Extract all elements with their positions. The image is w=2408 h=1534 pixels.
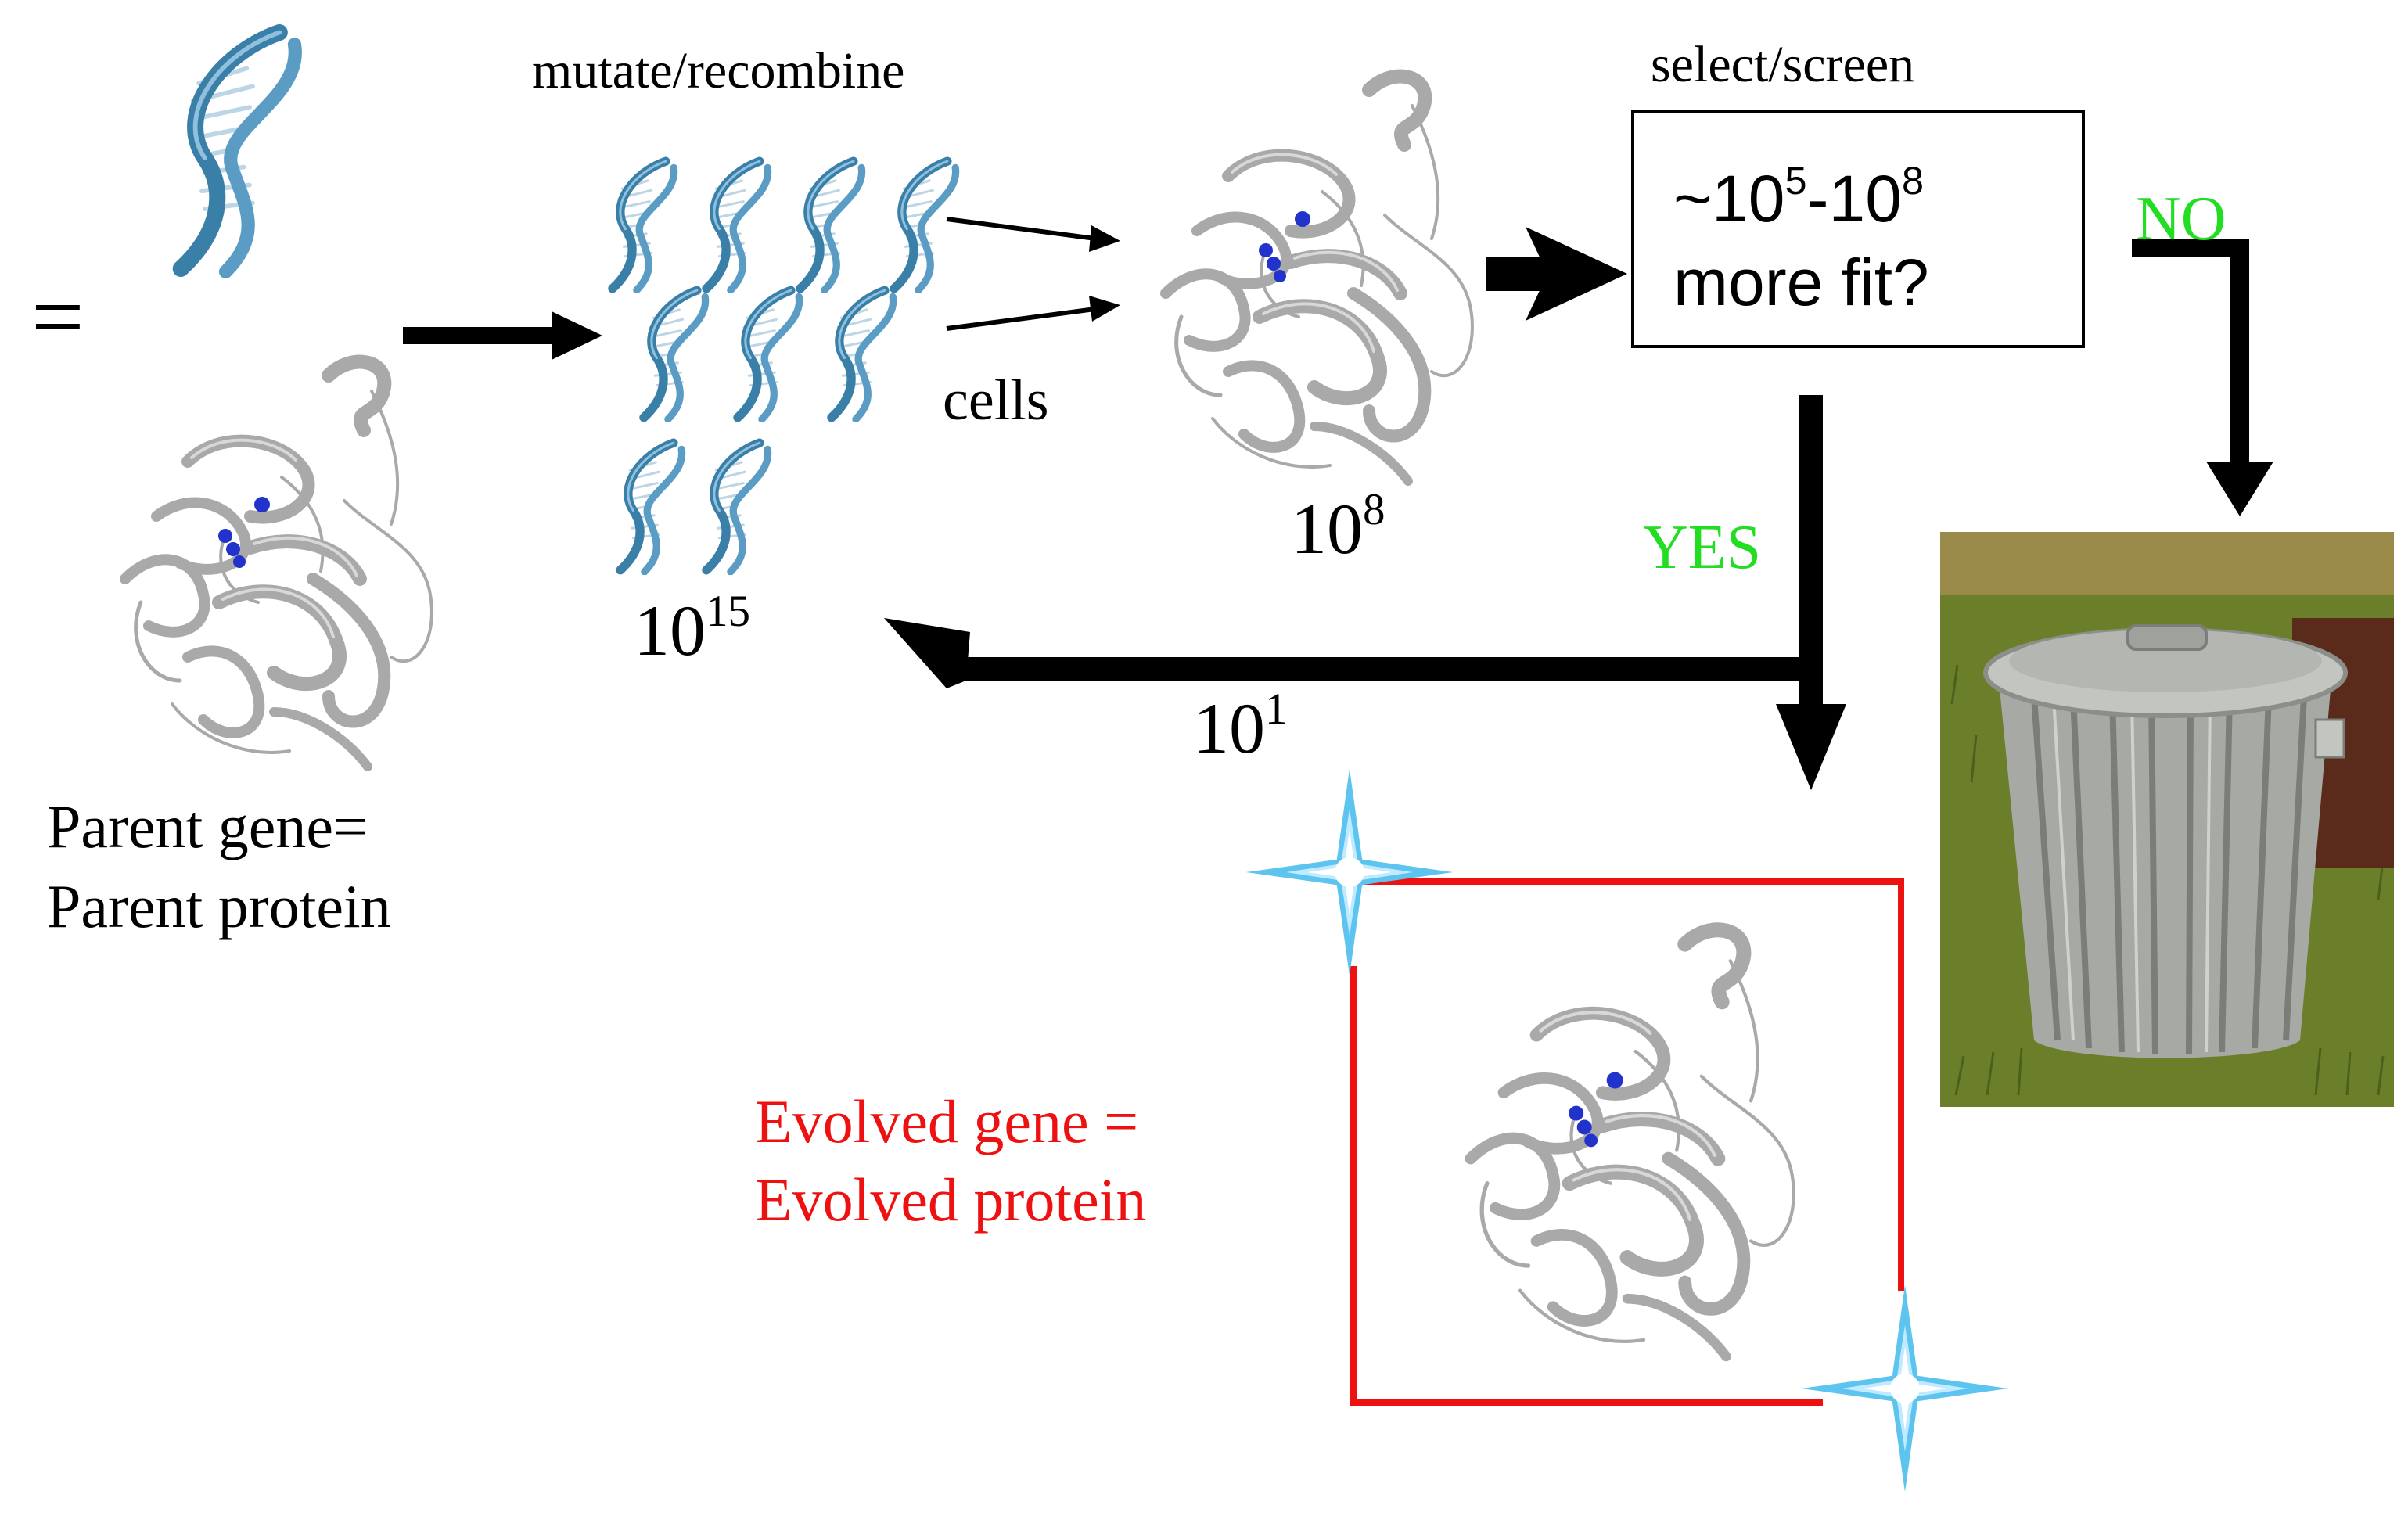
arrow-parent-to-library: [403, 311, 602, 360]
no-label: NO: [2136, 185, 2227, 253]
arrow-cells-to-screen: [1486, 227, 1627, 321]
mutate-recombine-label: mutate/recombine: [532, 42, 905, 99]
fitness-range-exp2: 8: [1901, 157, 1924, 203]
protein-structure-icon: [1471, 930, 1794, 1356]
select-screen-label: select/screen: [1651, 36, 1915, 93]
cells-count-exponent: 8: [1363, 484, 1385, 534]
fitness-range-prefix: ~10: [1673, 162, 1785, 235]
dna-library: [613, 161, 956, 572]
dna-helix-icon: [613, 161, 674, 290]
parent-protein-label: Parent protein: [47, 872, 391, 940]
dna-helix-icon: [620, 443, 682, 572]
dna-helix-icon: [644, 290, 706, 419]
library-size-base: 10: [634, 591, 706, 670]
library-size-exponent: 15: [706, 586, 751, 636]
dna-helix-icon: [894, 161, 956, 290]
trash-can-icon: [1940, 532, 2394, 1107]
sparkle-icon: [1245, 768, 1454, 976]
recycle-count-exponent: 1: [1265, 684, 1288, 734]
dna-helix-icon: [706, 443, 768, 572]
evolved-protein-label: Evolved protein: [755, 1166, 1147, 1234]
arrows-library-to-cells: [946, 217, 1120, 331]
sparkle-icon: [1801, 1284, 2009, 1493]
dna-helix-icon: [181, 32, 295, 271]
recycle-count-label: 101: [1193, 687, 1288, 764]
cells-label: cells: [943, 368, 1049, 433]
fitness-screen-box: ~105-108 more fit?: [1631, 110, 2085, 348]
evolved-gene-label: Evolved gene =: [755, 1087, 1139, 1155]
recycle-count-base: 10: [1193, 688, 1265, 768]
cells-count-base: 10: [1291, 489, 1363, 569]
library-size-label: 1015: [634, 589, 750, 666]
arrow-recycle-to-library: [884, 618, 1811, 688]
arrow-yes-path: [1776, 395, 1846, 790]
fitness-range: ~105-108: [1673, 160, 1924, 232]
protein-structure-icon: [1166, 77, 1472, 481]
parent-gene-label: Parent gene=: [47, 792, 368, 860]
dna-helix-icon: [706, 161, 768, 290]
equals-sign: =: [31, 264, 84, 368]
fitness-question: more fit?: [1673, 246, 1929, 319]
evolved-protein-frame: [1350, 878, 1904, 1406]
fitness-range-mid: -10: [1806, 162, 1902, 235]
fitness-range-exp1: 5: [1784, 157, 1807, 203]
dna-helix-icon: [832, 290, 893, 419]
protein-structure-icon: [125, 362, 432, 767]
dna-helix-icon: [738, 290, 800, 419]
yes-label: YES: [1643, 513, 1762, 582]
dna-helix-icon: [800, 161, 862, 290]
arrow-no-to-trash: [2132, 239, 2273, 516]
cells-count-label: 108: [1291, 487, 1385, 565]
